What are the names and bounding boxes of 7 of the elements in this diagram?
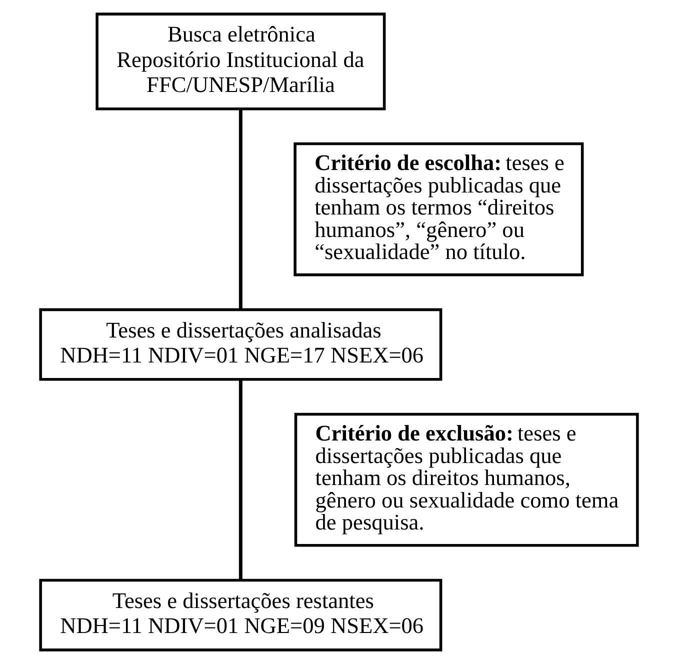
- node-box: Critério de escolha: teses e dissertações publicadas que tenham os termos “direitos humanos”, “gênero” ou “sexualidade” no título.: [293, 142, 584, 276]
- node-box: Teses e dissertações analisadas NDH=11 NDIV=01 NGE=17 NSEX=06: [38, 308, 442, 381]
- node-box: Teses e dissertações restantes NDH=11 NDIV=01 NGE=09 NSEX=06: [38, 578, 442, 652]
- node-box: Busca eletrônica Repositório Institucional da FFC/UNESP/Marília: [95, 12, 386, 110]
- connector: [238, 380, 242, 580]
- node-box: Critério de exclusão: teses e dissertações publicadas que tenham os direitos humanos, gênero ou sexualidade como tema de pesquisa.: [294, 412, 638, 547]
- connector: [238, 109, 242, 310]
